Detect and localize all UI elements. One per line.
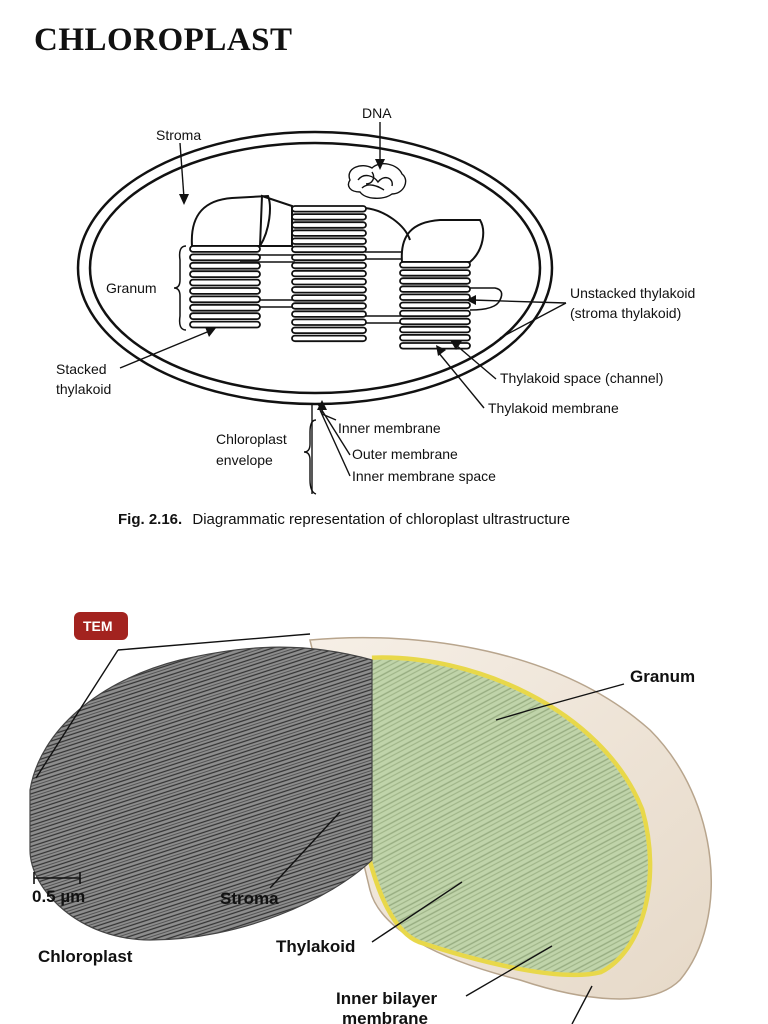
thylakoid-disc [189, 320, 261, 329]
thylakoid-disc [291, 294, 367, 302]
thylakoid-disc [399, 261, 471, 269]
thylakoid-disc [399, 293, 471, 301]
label-outer-membrane: Outer membrane [352, 446, 458, 462]
thylakoid-disc [399, 333, 471, 342]
label-pointers-2 [269, 683, 625, 1024]
label-stacked-thylakoid-1: Stacked [56, 361, 107, 377]
thylakoid-disc [291, 326, 367, 334]
scale-bar [33, 872, 81, 884]
label-unstacked-thylakoid-1: Unstacked thylakoid [570, 285, 695, 301]
thylakoid-disc [291, 318, 367, 326]
figure-number: Fig. 2.16. [118, 511, 182, 528]
tem-badge-label: TEM [83, 618, 113, 634]
dna-shape [347, 163, 407, 199]
label-scale: 0.5 µm [32, 887, 85, 906]
thylakoid-disc [399, 309, 471, 318]
outer-membrane-shape [76, 130, 554, 406]
thylakoid-disc [291, 310, 367, 318]
thylakoid-disc [189, 303, 261, 312]
label-inner-membrane-space: Inner membrane space [352, 468, 496, 484]
granum-left [189, 245, 261, 329]
chloroplast-illustration: TEM Granum 0.5 µm Stroma Chloroplast Thy… [29, 612, 712, 1024]
figure-caption: Fig. 2.16. Diagrammatic representation o… [118, 511, 570, 528]
label-thylakoid: Thylakoid [276, 937, 355, 956]
label-chloroplast: Chloroplast [38, 947, 133, 966]
thylakoid-disc [399, 277, 471, 285]
label-thylakoid-space: Thylakoid space (channel) [500, 370, 663, 386]
pointer-lines [119, 122, 567, 494]
thylakoid-disc [291, 253, 367, 262]
label-dna: DNA [362, 105, 392, 121]
page-title: CHLOROPLAST [34, 22, 293, 58]
label-envelope-1: Chloroplast [216, 431, 287, 447]
thylakoid-disc [291, 221, 367, 229]
chloroplast-diagram: DNA Stroma Granum Stacked thylakoid Unst… [56, 105, 695, 528]
thylakoid-disc [189, 278, 261, 287]
thylakoid-disc [399, 301, 471, 309]
thylakoid-disc [291, 245, 367, 253]
granum-caps [190, 194, 485, 263]
thylakoid-disc [399, 325, 471, 334]
thylakoid-disc [291, 229, 367, 237]
label-granum: Granum [106, 280, 157, 296]
thylakoid-disc [291, 269, 367, 278]
thylakoid-disc [291, 205, 367, 213]
granum-right [399, 261, 471, 350]
thylakoid-disc [399, 317, 471, 326]
label-unstacked-thylakoid-2: (stroma thylakoid) [570, 305, 681, 321]
label-stroma: Stroma [156, 127, 201, 143]
figure-caption-text: Diagrammatic representation of chloropla… [192, 511, 570, 528]
envelope-brace [303, 419, 317, 495]
thylakoid-disc [291, 237, 367, 245]
thylakoid-disc [189, 261, 261, 270]
thylakoid-disc [291, 277, 367, 286]
label-granum-2: Granum [630, 667, 695, 686]
tem-badge: TEM [74, 612, 128, 640]
thylakoid-disc [189, 270, 261, 279]
label-stacked-thylakoid-2: thylakoid [56, 381, 111, 397]
inner-membrane-shape [88, 141, 542, 395]
label-inner-bilayer-1: Inner bilayer [336, 989, 437, 1008]
thylakoid-disc [399, 269, 471, 277]
thylakoid-disc [189, 287, 261, 295]
tem-section [29, 646, 373, 941]
thylakoid-disc [291, 213, 367, 221]
thylakoid-disc [291, 302, 367, 310]
arrowheads [179, 159, 476, 410]
stroma-lamellae [240, 251, 503, 324]
granum-brace [173, 245, 187, 331]
thylakoid-disc [189, 312, 261, 321]
label-inner-bilayer-2: membrane [342, 1009, 428, 1024]
granum-middle [291, 205, 367, 343]
thylakoid-disc [189, 295, 261, 304]
label-inner-membrane: Inner membrane [338, 420, 441, 436]
thylakoid-disc [291, 334, 367, 343]
thylakoid-disc [189, 245, 261, 253]
thylakoid-disc [189, 253, 261, 262]
thylakoid-disc [399, 342, 471, 350]
label-stroma-2: Stroma [220, 889, 279, 908]
thylakoid-disc [291, 286, 367, 294]
thylakoid-disc [399, 285, 471, 293]
tem-pointer-lines [35, 633, 311, 779]
label-thylakoid-membrane: Thylakoid membrane [488, 400, 619, 416]
thylakoid-disc [291, 261, 367, 270]
label-envelope-2: envelope [216, 452, 273, 468]
